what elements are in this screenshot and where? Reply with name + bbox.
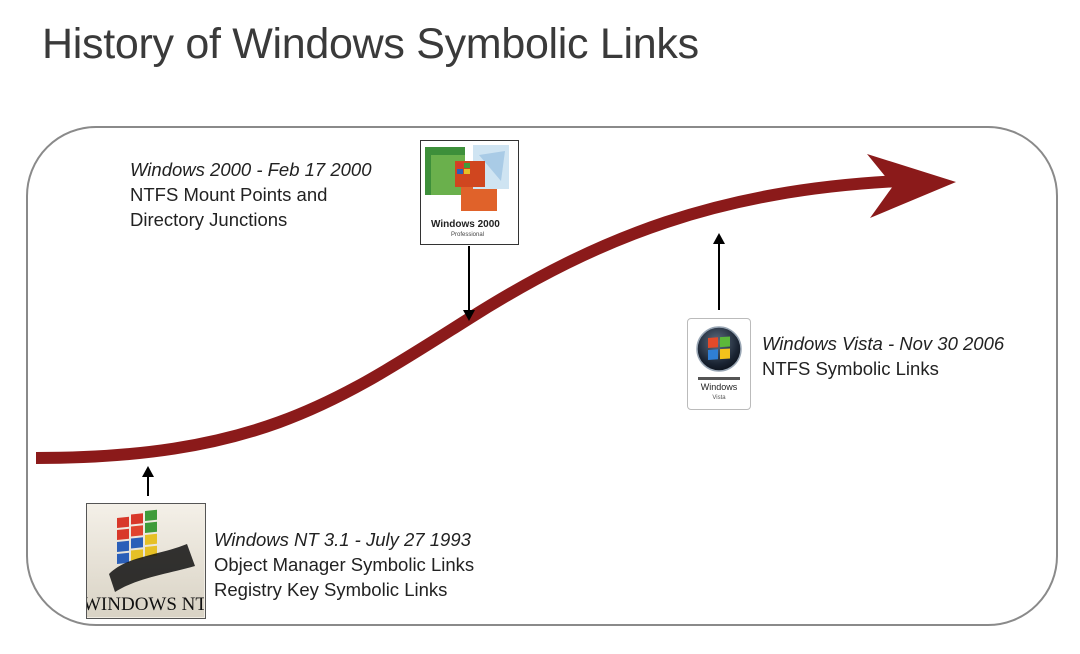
windows-nt-logo: WINDOWS NT — [86, 503, 206, 619]
milestone-w2000: Windows 2000 - Feb 17 2000 NTFS Mount Po… — [130, 157, 372, 232]
connector-w2000 — [463, 246, 475, 321]
connector-vista — [713, 233, 725, 310]
page-title: History of Windows Symbolic Links — [42, 20, 699, 68]
milestone-heading: Windows 2000 - Feb 17 2000 — [130, 159, 372, 180]
milestone-line: Registry Key Symbolic Links — [214, 579, 448, 600]
milestone-line: NTFS Symbolic Links — [762, 358, 939, 379]
windows-vista-logo-text: Windows — [701, 382, 738, 392]
timeline-arrow-head — [867, 154, 956, 218]
timeline-frame — [26, 126, 1058, 626]
windows-vista-logo: Windows Vista — [687, 318, 751, 410]
milestone-heading: Windows Vista - Nov 30 2006 — [762, 333, 1005, 354]
windows-2000-logo-text: Windows 2000 — [431, 219, 500, 230]
milestone-nt31: Windows NT 3.1 - July 27 1993 Object Man… — [214, 527, 474, 602]
milestone-heading: Windows NT 3.1 - July 27 1993 — [214, 529, 471, 550]
windows-nt-logo-text: WINDOWS NT — [87, 594, 204, 615]
connector-nt31 — [142, 466, 154, 496]
milestone-line: Directory Junctions — [130, 209, 288, 230]
milestone-line: Object Manager Symbolic Links — [214, 554, 475, 575]
windows-2000-logo-subtext: Professional — [451, 232, 484, 238]
milestone-line: NTFS Mount Points and — [130, 184, 328, 205]
milestone-vista: Windows Vista - Nov 30 2006 NTFS Symboli… — [762, 331, 1004, 381]
windows-2000-logo: Windows 2000 Professional — [420, 140, 519, 245]
windows-vista-logo-subtext: Vista — [712, 395, 726, 401]
